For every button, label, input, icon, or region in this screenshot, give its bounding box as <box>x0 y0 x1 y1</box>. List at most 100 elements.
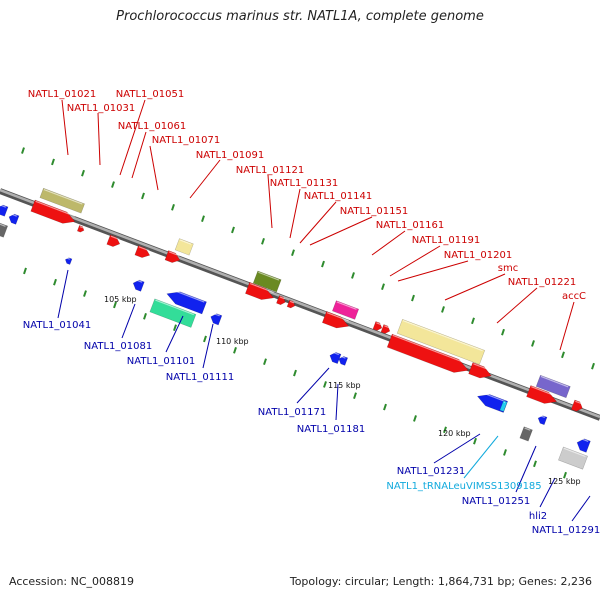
gene-arrow-01111 <box>166 288 207 315</box>
gene-arrow-01071 <box>134 245 151 258</box>
gene-box-smc <box>396 318 486 365</box>
gene-label: NATL1_01141 <box>304 191 372 202</box>
gene-arrow-01101 <box>164 250 181 263</box>
label-leader-lines <box>57 99 591 522</box>
gene-box-01091 <box>174 238 194 256</box>
gene-label: NATL1_01191 <box>412 235 480 246</box>
map-title: Prochlorococcus marinus str. NATL1A, com… <box>116 9 484 24</box>
leader-line <box>189 159 221 199</box>
gene-arrow-01231 <box>476 391 508 413</box>
gene-box-accC <box>535 374 571 399</box>
gene-arrow-01221 <box>468 362 492 379</box>
gene-arrow-01181a <box>329 351 342 364</box>
leader-line <box>149 145 159 191</box>
gene-label: NATL1_01201 <box>444 250 512 261</box>
leader-line <box>389 245 441 277</box>
gene-box-01291 <box>558 446 588 470</box>
gene-arrow-01251 <box>537 415 548 426</box>
gene-arrow-accC <box>526 385 558 404</box>
gene-arrow-01041a <box>0 204 9 217</box>
gene-label: NATL1_01031 <box>67 103 135 114</box>
leader-line <box>559 301 575 351</box>
leader-line <box>335 383 339 421</box>
gene-label: NATL1_01221 <box>508 277 576 288</box>
scale-label: 115 kbp <box>328 381 361 390</box>
leader-line <box>515 445 537 493</box>
leader-line <box>61 99 69 156</box>
leader-line <box>267 174 273 229</box>
leader-line <box>433 433 481 464</box>
gene-arrow-01151 <box>286 299 296 309</box>
gene-label: NATL1_01251 <box>462 496 530 507</box>
gene-label: hli2 <box>529 511 547 522</box>
gene-box-01121 <box>252 270 282 293</box>
gene-label: NATL1_01121 <box>236 165 304 176</box>
scale-label: 110 kbp <box>216 337 249 346</box>
gene-label: NATL1_tRNALeuVIMSS1309185 <box>386 481 541 492</box>
gene-box-01021 <box>39 187 85 214</box>
gene-arrow-edge <box>570 399 583 412</box>
gene-arrow-01111b <box>210 312 223 326</box>
leader-line <box>463 435 499 479</box>
leader-line <box>371 230 406 256</box>
gene-arrow-01141 <box>276 295 286 305</box>
gene-box-01161 <box>332 300 360 320</box>
scale-ticks <box>21 147 595 479</box>
leader-line <box>289 188 301 239</box>
gene-arrow-01181b <box>338 355 349 366</box>
leader-line <box>309 216 373 246</box>
leader-line <box>299 201 337 244</box>
genome-stats-text: Topology: circular; Length: 1,864,731 bp… <box>289 575 592 588</box>
leader-line <box>131 131 147 179</box>
gene-arrow-01201 <box>380 324 391 334</box>
leader-line <box>296 367 330 404</box>
gene-arrow-01061 <box>106 234 121 247</box>
gene-label: NATL1_01171 <box>258 407 326 418</box>
gene-arrow-smc <box>386 333 469 373</box>
gene-label: NATL1_01161 <box>376 220 444 231</box>
gene-label: NATL1_01151 <box>340 206 408 217</box>
gene-label: NATL1_01071 <box>152 135 220 146</box>
scale-label: 105 kbp <box>104 295 137 304</box>
gene-label: NATL1_01091 <box>196 150 264 161</box>
gene-label: accC <box>562 291 586 302</box>
gene-arrow-01031 <box>30 199 76 224</box>
leader-line <box>539 477 556 508</box>
gene-label: NATL1_01131 <box>270 178 338 189</box>
scale-label: 125 kbp <box>548 477 581 486</box>
gene-label: NATL1_01051 <box>116 89 184 100</box>
leader-line <box>57 269 69 319</box>
gene-box-trna <box>499 400 508 412</box>
leader-line <box>202 323 214 369</box>
leader-line <box>119 99 146 176</box>
gene-arrow-01131 <box>245 281 275 300</box>
gene-label: NATL1_01231 <box>397 466 465 477</box>
gene-arrow-01051 <box>76 225 85 233</box>
gene-arrow-01171 <box>321 311 350 329</box>
scale-label: 120 kbp <box>438 429 471 438</box>
gene-label: NATL1_01101 <box>127 356 195 367</box>
gene-arrow-01191 <box>372 321 383 331</box>
leader-line <box>97 112 101 166</box>
leader-line <box>121 303 136 339</box>
gene-label: NATL1_01021 <box>28 89 96 100</box>
accession-text: Accession: NC_008819 <box>9 575 135 588</box>
gene-arrow-01081 <box>132 279 145 292</box>
gene-label: NATL1_01061 <box>118 121 186 132</box>
gene-box-01101 <box>149 298 197 328</box>
gene-label: NATL1_01291 <box>532 525 600 536</box>
gene-label: NATL1_01111 <box>166 372 234 383</box>
leader-line <box>571 495 591 522</box>
gene-features <box>0 187 591 470</box>
gene-box-grey-right <box>519 426 533 442</box>
gene-box-grey-left <box>0 222 9 238</box>
gene-label: smc <box>498 263 518 274</box>
gene-label: NATL1_01041 <box>23 320 91 331</box>
leader-line <box>397 260 469 282</box>
gene-label: NATL1_01181 <box>297 424 365 435</box>
gene-arrow-small-1 <box>65 257 73 265</box>
leader-line <box>165 315 184 353</box>
leader-line <box>496 287 538 324</box>
